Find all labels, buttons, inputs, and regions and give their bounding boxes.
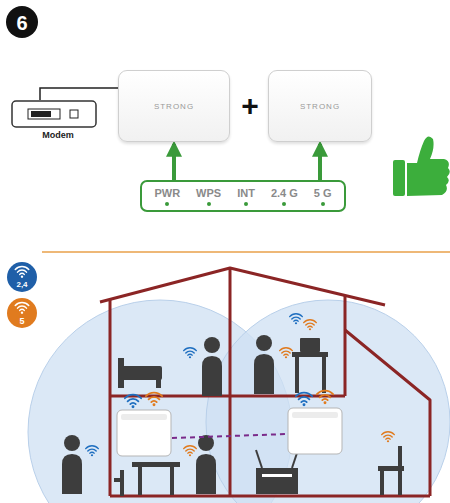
- dining-table: [132, 462, 180, 467]
- tv-cabinet: [256, 450, 262, 468]
- chair: [380, 471, 384, 495]
- step-number: 6: [16, 13, 27, 33]
- led-label: 5 G: [314, 187, 332, 206]
- mesh-unit: [121, 414, 167, 420]
- pointer-arrow: [172, 144, 176, 180]
- dining-table: [138, 467, 142, 495]
- desk: [322, 357, 326, 393]
- mesh-unit: [125, 395, 141, 409]
- band-label: 5: [19, 317, 24, 326]
- tv-cabinet: [262, 474, 292, 477]
- house-outline: [345, 330, 430, 496]
- mesh-unit: [288, 391, 342, 454]
- house-outline: [100, 268, 385, 305]
- cable-line: [40, 88, 118, 100]
- router-unit: STRONG: [118, 70, 230, 142]
- dining-table: [114, 462, 180, 496]
- bed: [118, 358, 162, 388]
- thumbs-up: [407, 136, 450, 196]
- device-label: Modem: [10, 130, 106, 140]
- chair: [378, 446, 404, 495]
- band-icon: [7, 262, 37, 292]
- wifi-symbol: [184, 348, 197, 359]
- pointer-arrow: [318, 144, 322, 180]
- illustration: [196, 435, 216, 494]
- mesh-unit: [117, 410, 171, 456]
- divider-line: [42, 251, 450, 253]
- desk: [292, 352, 328, 357]
- led-label: INT: [237, 187, 255, 206]
- house-outline: [109, 300, 112, 496]
- mesh-unit: [288, 408, 342, 454]
- illustration: [254, 335, 274, 394]
- chair: [398, 446, 402, 468]
- router-unit: STRONG: [268, 70, 372, 142]
- coverage-area: [206, 300, 450, 503]
- illustration: [202, 337, 222, 396]
- band-icon: [15, 266, 29, 277]
- led-label: 2.4 G: [271, 187, 298, 206]
- wifi-symbol: [382, 432, 395, 443]
- mesh-unit: [146, 393, 162, 407]
- wifi-symbol: [290, 314, 303, 325]
- modem-box: Modem: [10, 100, 106, 140]
- bed: [118, 366, 162, 380]
- dining-table: [120, 470, 124, 496]
- house-outline: [100, 268, 430, 496]
- mesh-unit: [296, 393, 312, 407]
- wifi-symbol: [184, 446, 197, 457]
- tv-cabinet: [256, 468, 298, 494]
- band-icon: [7, 262, 37, 292]
- wifi-symbol: [304, 320, 317, 331]
- mesh-unit: [317, 391, 333, 405]
- wifi-symbol: [86, 446, 99, 457]
- modem-button: [70, 110, 78, 118]
- tv-cabinet: [256, 450, 298, 494]
- desk: [292, 338, 328, 393]
- band-icon: [15, 302, 29, 313]
- wifi-symbol: [280, 348, 293, 359]
- dining-table: [114, 478, 124, 482]
- chair: [398, 471, 402, 495]
- band-icon: [7, 298, 37, 328]
- band-icon: [7, 298, 37, 328]
- modem-drawing: [10, 100, 98, 130]
- desk: [295, 357, 299, 393]
- led-panel: PWR WPS INT 2.4 G 5 G: [140, 180, 345, 212]
- illustration: [62, 435, 82, 494]
- mesh-unit: [117, 393, 171, 456]
- brand-label: STRONG: [300, 102, 340, 111]
- modem-body: [12, 101, 96, 127]
- modem-port: [31, 111, 51, 117]
- mesh-unit: [292, 412, 338, 418]
- band-label: 2,4: [16, 281, 27, 289]
- plus-sign: +: [241, 91, 259, 121]
- led-label: PWR: [154, 187, 180, 206]
- house-outline: [229, 269, 232, 496]
- desk: [300, 338, 320, 352]
- bed: [118, 358, 124, 388]
- modem-port: [28, 109, 60, 119]
- dining-table: [170, 467, 174, 495]
- mesh-link: [172, 434, 288, 438]
- step-circle: [6, 6, 38, 38]
- brand-label: STRONG: [154, 102, 194, 111]
- led-label: WPS: [196, 187, 221, 206]
- thumbs-up: [393, 160, 405, 196]
- bed: [156, 378, 161, 388]
- house-outline: [344, 295, 347, 396]
- thumbs-up: [393, 136, 450, 196]
